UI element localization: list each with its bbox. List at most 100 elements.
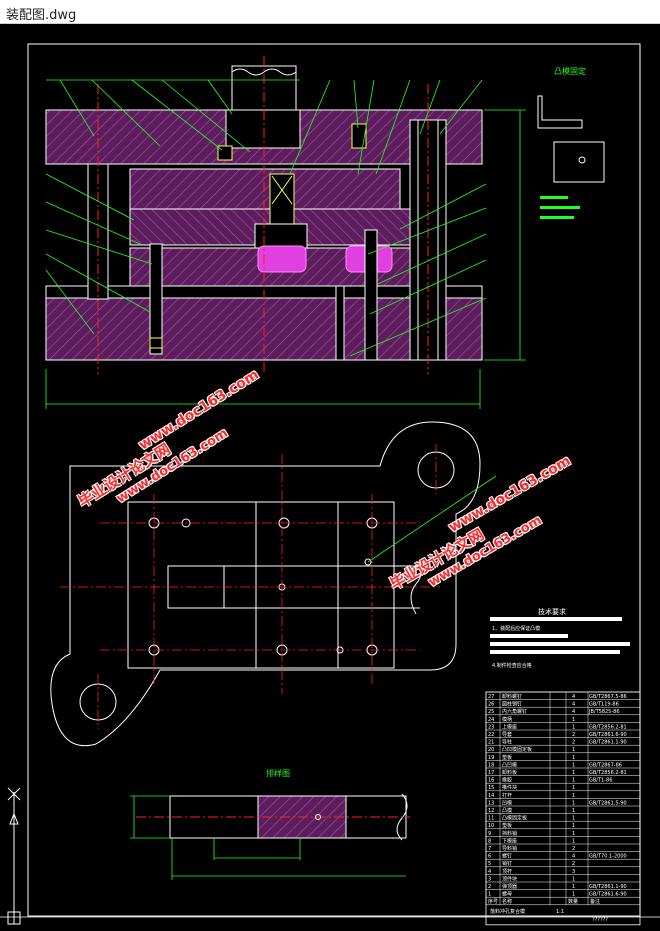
bom-row-spec: GB/T2856.2-81: [589, 724, 627, 730]
tech-line-5: 4.制件检查应合格: [492, 662, 532, 669]
drawing-svg[interactable]: 凸模固定: [0, 24, 660, 931]
bom-row-qty: 1: [572, 755, 575, 761]
bom-row-name: 凹模: [502, 799, 512, 806]
bom-row-no: 7: [488, 846, 491, 852]
bom-row-qty: 1: [572, 724, 575, 730]
bom-row-qty: 1: [572, 892, 575, 898]
strip-layout-label: 排样图: [266, 768, 290, 778]
bom-row-no: 24: [488, 717, 494, 723]
bom-row-name: 推件块: [502, 784, 517, 791]
bom-row-name: 螺钉: [502, 853, 512, 860]
bom-row-spec: GB/T2861.6-90: [589, 892, 627, 898]
bom-row-no: 16: [488, 778, 494, 784]
bom-row-name: 垫板: [502, 754, 512, 761]
bom-row-no: 21: [488, 740, 494, 746]
bom-row-name: 挡料销: [502, 830, 517, 837]
cad-canvas[interactable]: 凸模固定: [0, 24, 660, 931]
bom-row-spec: GB/T70.1-2000: [589, 854, 627, 860]
bom-row-qty: 2: [572, 732, 575, 738]
bom-row-qty: 4: [572, 702, 575, 708]
bom-row-qty: 4: [572, 709, 575, 715]
bom-row-name: 导套: [502, 731, 512, 738]
bom-row-spec: GB/T2861.6-90: [589, 732, 627, 738]
bom-row-name: 内六角螺钉: [502, 708, 527, 715]
bom-row-name: 螺母: [502, 891, 512, 898]
bom-row-no: 10: [488, 823, 494, 829]
bom-row-name: 橡胶: [502, 777, 512, 784]
strip-layout: 排样图: [130, 768, 410, 880]
bom-row-no: 8: [488, 838, 491, 844]
bom-row-name: 凸凹模固定板: [502, 746, 532, 753]
tech-title: 技术要求: [538, 607, 566, 616]
bom-row-qty: 4: [572, 854, 575, 860]
bom-row-no: 25: [488, 709, 494, 715]
bom-row-qty: 1: [572, 747, 575, 753]
bom-row-qty: 2: [572, 846, 575, 852]
bom-row-qty: 1: [572, 778, 575, 784]
bom-row-qty: 1: [572, 884, 575, 890]
bom-row-no: 5: [488, 861, 491, 867]
bom-row-spec: GB/T2861.1-90: [589, 740, 627, 746]
bom-row-spec: JB/T5825-86: [588, 709, 620, 715]
bom-row-name: 圆柱销钉: [502, 701, 522, 708]
bom-row-name: 销钉: [502, 860, 512, 867]
bom-row-qty: 1: [572, 762, 575, 768]
bom-row-name: 顶件块: [502, 875, 517, 882]
border-frame: [27, 43, 641, 917]
window-title: 装配图.dwg: [6, 8, 77, 23]
bom-row-name: 卸料螺钉: [502, 693, 522, 700]
bom-row-name: 下模座: [502, 837, 517, 844]
bom-row-no: 6: [488, 854, 491, 860]
bom-row-name: 打杆: [502, 792, 512, 799]
bom-row-no: 13: [488, 800, 494, 806]
bom-row-qty: 1: [572, 823, 575, 829]
bom-row-qty: 1: [572, 717, 575, 723]
drawing-number: ??????: [592, 917, 608, 923]
tech-line-1: 1、装配后应保证凸模: [492, 625, 540, 632]
plan-view: [50, 421, 481, 746]
bom-row-qty: 1: [572, 800, 575, 806]
bom-row-no: 15: [488, 785, 494, 791]
bom-row-no: 12: [488, 808, 494, 814]
assembly-section: 凸模固定: [45, 56, 605, 409]
bom-scale: 1:1: [556, 909, 564, 915]
bom-row-spec: GB/T119-86: [589, 702, 619, 708]
bom-row-name: 凸凹模: [502, 761, 517, 768]
detail-view-label: 凸模固定: [554, 66, 586, 76]
bom-row-no: 23: [488, 724, 494, 730]
bom-header-qty: 数量: [568, 898, 578, 905]
bom-row-name: 卸料板: [502, 769, 517, 776]
bom-row-no: 4: [488, 869, 491, 875]
bom-row-name: 上模座: [502, 723, 517, 730]
bom-row-no: 14: [488, 793, 494, 799]
bom-row-name: 导料销: [502, 845, 517, 852]
bom-row-qty: 3: [572, 869, 575, 875]
bom-row-qty: 1: [572, 770, 575, 776]
bom-row-no: 27: [488, 694, 494, 700]
window-titlebar: 装配图.dwg: [0, 0, 660, 24]
bom-row-no: 19: [488, 755, 494, 761]
bom-footer-title: 落料冲孔复合模: [490, 908, 525, 915]
bom-row-qty: 1: [572, 876, 575, 882]
bom-row-spec: GB/T1-86: [589, 778, 612, 784]
bom-row-no: 2: [488, 884, 491, 890]
bom-row-no: 22: [488, 732, 494, 738]
bom-row-spec: GB/T2861.5-90: [589, 800, 627, 806]
bom-row-spec: GB/T2856.2-81: [589, 770, 627, 776]
bom-row-qty: 1: [572, 808, 575, 814]
bom-row-qty: 2: [572, 861, 575, 867]
bom-row-qty: 1: [572, 831, 575, 837]
bom-row-no: 26: [488, 702, 494, 708]
bom-row-qty: 1: [572, 785, 575, 791]
bom-row-name: 弹顶器: [502, 883, 517, 890]
bom-row-no: 18: [488, 762, 494, 768]
bom-row-no: 11: [488, 816, 494, 822]
bom-row-name: 顶杆: [502, 868, 512, 875]
bom-header-name: 名称: [502, 898, 512, 905]
bom-header-no: 序号: [488, 898, 498, 905]
bom-row-qty: 1: [572, 838, 575, 844]
tech-requirements: 技术要求 1、装配后应保证凸模 4.制件检查应合格: [490, 607, 630, 669]
bom-header-spec: 备注: [590, 898, 600, 905]
bom-row-spec: GB/T2867.5-86: [589, 694, 627, 700]
